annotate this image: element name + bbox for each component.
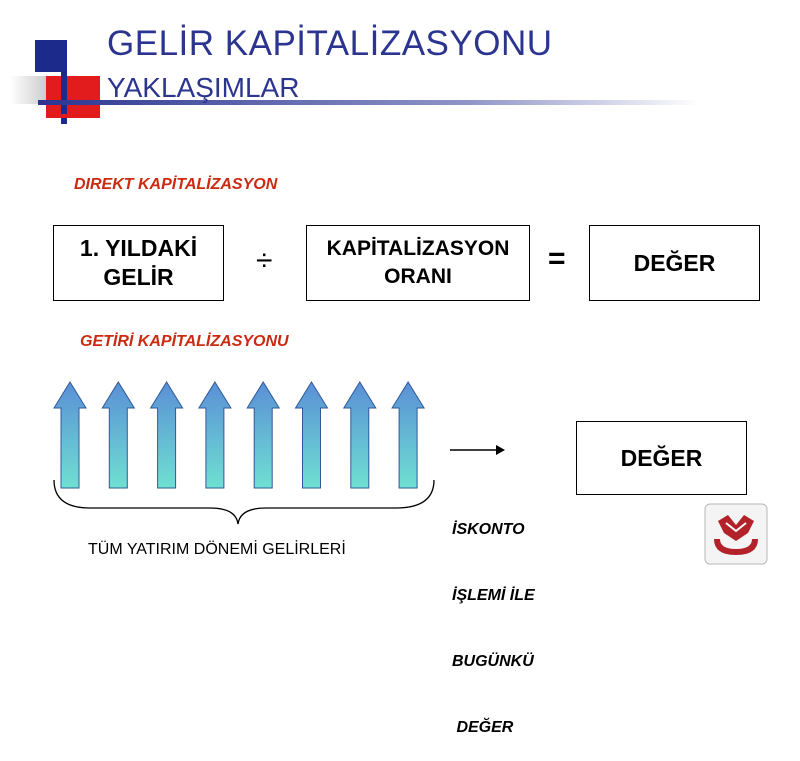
discount-note-line3: BUGÜNKÜ [452,653,534,670]
income-arrows-graphic [53,381,435,525]
income-line2: GELİR [103,264,174,290]
brace-caption: TÜM YATIRIM DÖNEMİ GELİRLERİ [88,541,346,558]
income-arrow [342,381,377,489]
capitalization-rate-text: KAPİTALİZASYON ORANI [327,235,510,291]
direct-value-label: DEĞER [633,249,716,276]
discount-note: İSKONTO İŞLEMİ İLE BUGÜNKÜ DEĞER [452,475,535,761]
income-arrow [101,381,136,489]
direct-value-box: DEĞER [589,225,760,301]
period-brace [53,479,435,525]
income-arrow [149,381,184,489]
capitalization-rate-box: KAPİTALİZASYON ORANI [306,225,530,301]
yield-capitalization-heading: GETİRİ KAPİTALİZASYONU [80,333,289,350]
discount-note-line4: DEĞER [452,719,514,736]
income-arrow [294,381,329,489]
discount-note-line1: İSKONTO [452,521,525,538]
discount-arrow-graphic [450,445,505,455]
income-line1: 1. YILDAKİ [79,235,198,261]
header-decoration-graphic [10,40,700,124]
first-year-income-box: 1. YILDAKİ GELİR [53,225,224,301]
rate-line1: KAPİTALİZASYON [326,237,510,260]
income-arrow [246,381,281,489]
rate-line2: ORANI [384,265,452,288]
institution-logo [704,503,768,565]
slide-subtitle: YAKLAŞIMLAR [107,72,300,103]
discount-note-line2: İŞLEMİ İLE [452,587,535,604]
logo-graphic [704,503,768,565]
income-arrow [391,381,425,489]
slide-title: GELİR KAPİTALİZASYONU [107,24,553,63]
equals-symbol: = [548,242,566,275]
yield-value-label: DEĞER [620,444,703,471]
income-arrows-area [0,370,460,540]
direct-capitalization-heading: DIREKT KAPİTALİZASYON [74,176,278,193]
yield-value-box: DEĞER [576,421,747,495]
income-arrow [198,381,232,489]
discount-arrow [450,443,506,457]
header-decoration [0,0,800,130]
first-year-income-text: 1. YILDAKİ GELİR [80,234,197,292]
divide-symbol: ÷ [256,244,273,277]
income-arrow [53,381,87,489]
